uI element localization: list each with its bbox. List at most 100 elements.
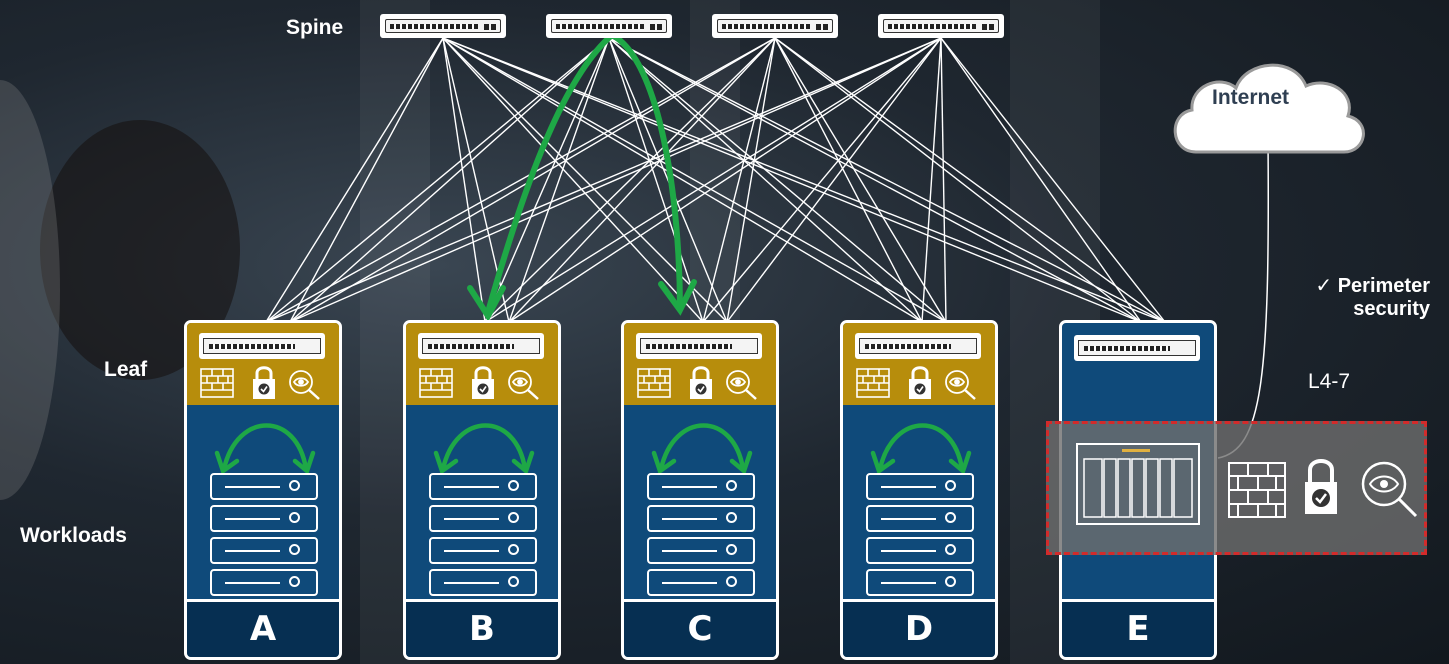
inspection-icon (1361, 461, 1418, 518)
inspection-icon (289, 370, 320, 400)
spine-leaf-link (484, 37, 942, 323)
lock-icon (909, 366, 931, 399)
lock-icon (690, 366, 712, 399)
spine-switch (546, 14, 672, 38)
server-icon (210, 537, 318, 564)
server-icon (429, 569, 537, 596)
server-icon (866, 473, 974, 500)
spine-leaf-link (774, 37, 923, 323)
server-icon (429, 505, 537, 532)
switch-icon (636, 333, 762, 359)
leaf-label: Leaf (104, 358, 148, 381)
spine-leaf-link (940, 37, 1142, 323)
spine-leaf-link (442, 37, 728, 323)
server-icon (866, 505, 974, 532)
spine-leaf-link (442, 37, 704, 323)
spine-leaf-link (442, 37, 486, 323)
spine-leaf-link (608, 37, 947, 323)
rack-label: A (187, 599, 339, 657)
server-stack (647, 473, 755, 601)
spine-leaf-link (726, 37, 776, 323)
lock-icon (253, 366, 275, 399)
firewall-icon (200, 368, 234, 398)
firewall-icon (419, 368, 453, 398)
cloud-icon (1173, 63, 1365, 154)
rack-label: B (406, 599, 558, 657)
spine-leaf-link (289, 37, 942, 323)
workloads-label: Workloads (20, 524, 127, 547)
server-icon (210, 505, 318, 532)
spine-leaf-link (265, 37, 776, 323)
spine-leaf-link (442, 37, 947, 323)
rack-d: D (840, 320, 998, 660)
perimeter-security-label: ✓ Perimeter security (1315, 275, 1430, 320)
rack-a: A (184, 320, 342, 660)
inspection-icon (726, 370, 757, 400)
rack-label: C (624, 599, 776, 657)
server-icon (210, 473, 318, 500)
server-stack (210, 473, 318, 601)
check-icon: ✓ (1315, 275, 1333, 297)
switch-icon (855, 333, 981, 359)
spine-leaf-link (484, 37, 610, 323)
spine-leaf-link (442, 37, 923, 323)
spine-leaf-link (442, 37, 1166, 323)
server-icon (647, 505, 755, 532)
server-icon (647, 473, 755, 500)
spine-leaf-link (702, 37, 942, 323)
spine-leaf-link (774, 37, 1142, 323)
server-icon (647, 537, 755, 564)
cross-leaf-traffic-arrow (485, 32, 614, 313)
spine-leaf-link (508, 37, 776, 323)
spine-leaf-link (508, 37, 942, 323)
spine-switch (878, 14, 1004, 38)
spine-leaf-link (726, 37, 942, 323)
internet-link (1217, 139, 1270, 459)
spine-leaf-link (774, 37, 1166, 323)
chassis-icon (1076, 443, 1200, 525)
spine-switch (380, 14, 506, 38)
spine-leaf-link (265, 37, 942, 323)
spine-leaf-link (608, 37, 923, 323)
firewall-icon (637, 368, 671, 398)
spine-leaf-link (265, 37, 610, 323)
server-icon (866, 569, 974, 596)
spine-leaf-link (940, 37, 1166, 323)
spine-label: Spine (286, 16, 344, 39)
lock-icon (472, 366, 494, 399)
spine-leaf-link (921, 37, 942, 323)
spine-leaf-link (484, 37, 776, 323)
spine-leaf-link (940, 37, 947, 323)
intra-rack-traffic-arrow (877, 423, 965, 470)
spine-leaf-link (608, 37, 1166, 323)
firewall-icon (1228, 462, 1286, 518)
server-stack (429, 473, 537, 601)
l4-7-label: L4-7 (1308, 370, 1351, 393)
server-icon (210, 569, 318, 596)
rack-label: D (843, 599, 995, 657)
intra-rack-traffic-arrow (221, 423, 309, 470)
spine-leaf-link (442, 37, 1142, 323)
rack-b: B (403, 320, 561, 660)
server-icon (429, 473, 537, 500)
firewall-icon (856, 368, 890, 398)
inspection-icon (508, 370, 539, 400)
spine-leaf-link (265, 37, 444, 323)
rack-label: E (1062, 599, 1214, 657)
spine-leaf-link (608, 37, 704, 323)
server-icon (429, 537, 537, 564)
spine-leaf-link (608, 37, 1142, 323)
inspection-icon (945, 370, 976, 400)
switch-icon (1074, 335, 1200, 361)
internet-label: Internet (1212, 86, 1290, 109)
switch-icon (418, 333, 544, 359)
spine-switch (712, 14, 838, 38)
cross-leaf-traffic-arrow (610, 32, 683, 311)
intra-rack-traffic-arrow (440, 423, 528, 470)
spine-leaf-link (289, 37, 610, 323)
server-icon (647, 569, 755, 596)
spine-leaf-link (608, 37, 728, 323)
spine-leaf-link (508, 37, 610, 323)
spine-leaf-link (702, 37, 776, 323)
